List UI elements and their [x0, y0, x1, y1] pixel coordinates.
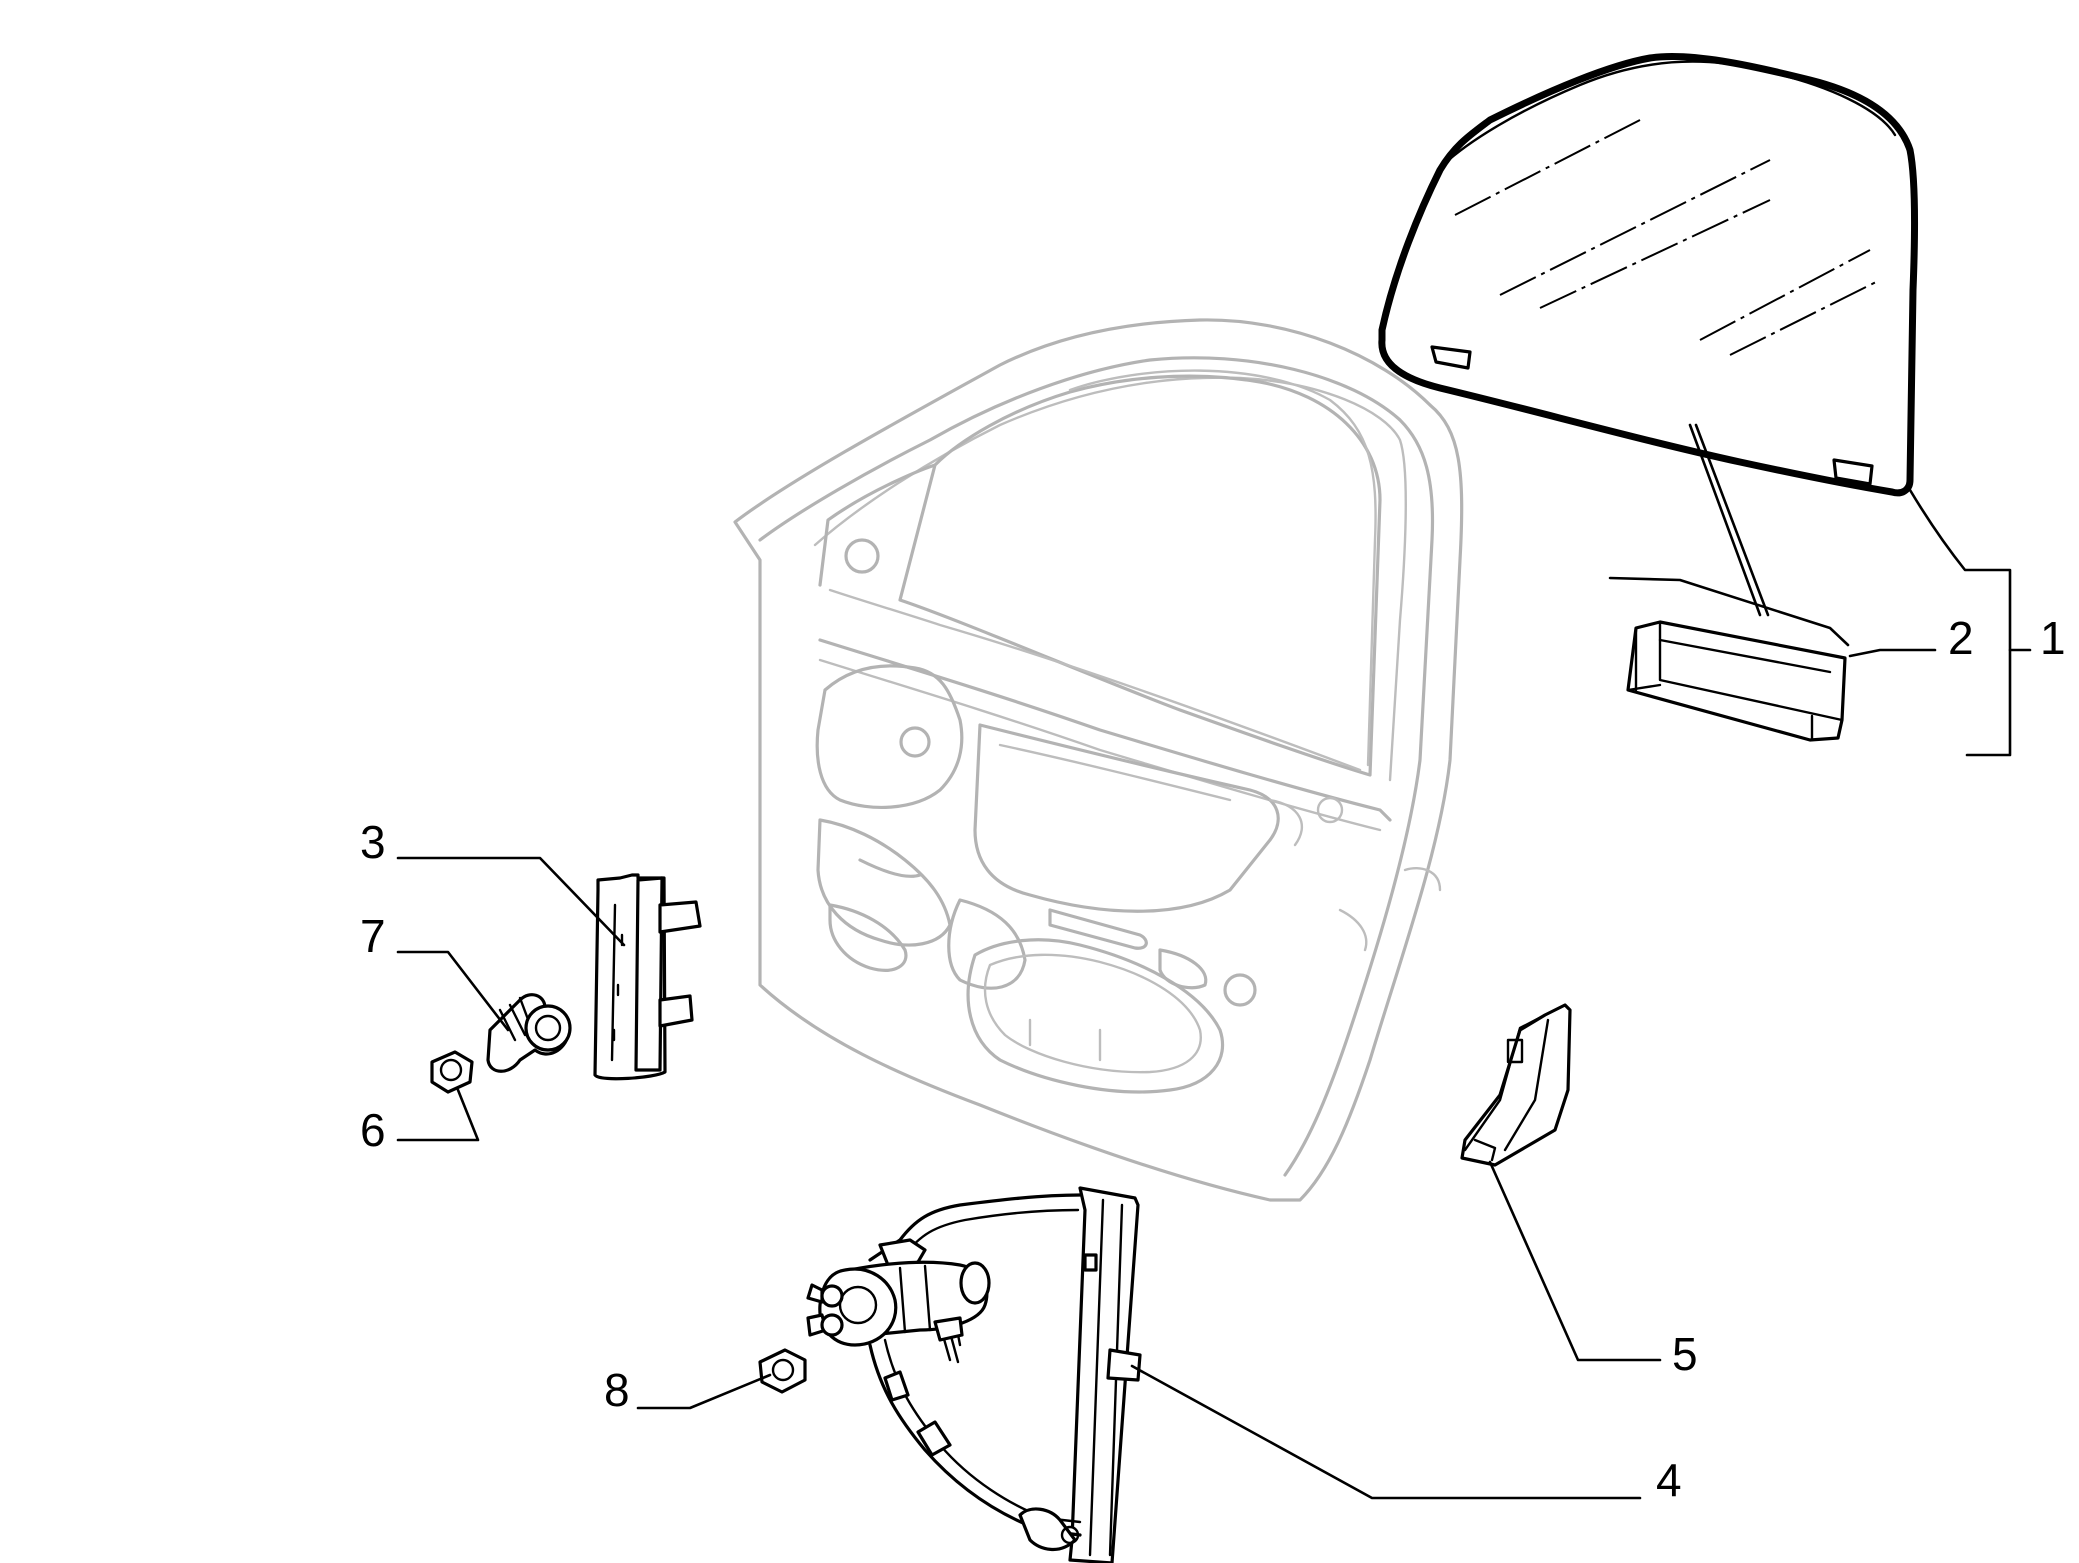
nut-lower: [758, 1348, 807, 1394]
leader-3: [396, 856, 626, 947]
leader-glass-channel-2: [1694, 423, 1770, 617]
leader-7: [396, 950, 510, 1032]
callout-7: 7: [360, 910, 386, 962]
callout-4: 4: [1656, 1454, 1682, 1506]
window-glass: [1378, 53, 1919, 497]
group-bracket: [1848, 488, 2032, 757]
callout-5: 5: [1672, 1328, 1698, 1380]
door-shell: [733, 318, 1464, 1202]
nut-upper: [430, 1050, 474, 1094]
guide-rail: [593, 873, 702, 1081]
leader-8: [636, 1373, 772, 1410]
bolt: [486, 993, 572, 1073]
callout-6: 6: [360, 1104, 386, 1156]
leader-lines: [396, 856, 1662, 1500]
leader-6: [396, 1088, 480, 1142]
leader-4: [1130, 1364, 1642, 1500]
callout-3: 3: [360, 816, 386, 868]
callout-labels: 1 2 3 7 6 5 4 8: [360, 612, 2066, 1506]
callout-8: 8: [604, 1364, 630, 1416]
callout-2: 2: [1948, 612, 1974, 664]
front-guide: [1460, 1003, 1572, 1167]
callout-1: 1: [2040, 612, 2066, 664]
leader-glass-channel: [1688, 423, 1762, 617]
window-regulator: [806, 1186, 1142, 1563]
leader-5: [1488, 1160, 1662, 1362]
glass-channel: [1608, 576, 1850, 742]
